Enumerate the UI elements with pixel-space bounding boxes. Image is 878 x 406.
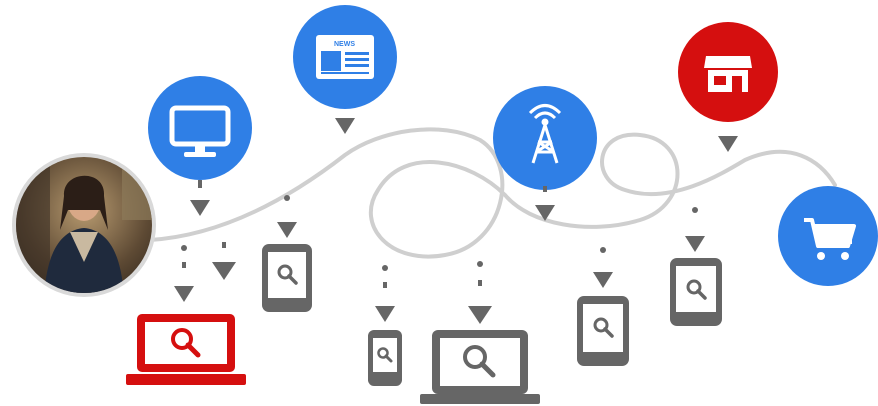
journey-path	[148, 127, 837, 259]
search-icon	[171, 328, 201, 358]
radio-arrow	[535, 205, 555, 221]
laptop-search-red	[126, 314, 246, 385]
person-avatar	[12, 153, 156, 297]
shopping-cart-icon	[804, 218, 856, 260]
news-arrow	[335, 118, 355, 134]
radio-tower-icon	[528, 104, 562, 164]
connectors	[174, 195, 705, 324]
search-icon	[377, 347, 393, 363]
cart-touchpoint	[778, 186, 878, 286]
tv-arrow	[190, 200, 210, 216]
phone-search-1	[368, 330, 402, 386]
tablet-search-2	[577, 296, 629, 366]
search-icon	[463, 345, 496, 378]
radio-dot	[543, 186, 547, 192]
search-icon	[277, 264, 298, 285]
laptop-search-gray	[420, 330, 540, 404]
store-arrow	[718, 136, 738, 152]
news-label: NEWS	[334, 41, 355, 48]
search-icon	[593, 317, 614, 338]
tv-touchpoint	[148, 76, 252, 216]
tv-icon	[169, 105, 231, 157]
search-icon	[686, 279, 707, 300]
store-touchpoint	[678, 22, 778, 152]
tablet-search-1	[262, 244, 312, 312]
tv-dot	[198, 180, 202, 188]
store-icon	[704, 56, 752, 92]
news-touchpoint: NEWS	[293, 5, 397, 134]
tablet-search-3	[670, 258, 722, 326]
radio-touchpoint	[493, 86, 597, 221]
newspaper-icon: NEWS	[316, 35, 374, 79]
